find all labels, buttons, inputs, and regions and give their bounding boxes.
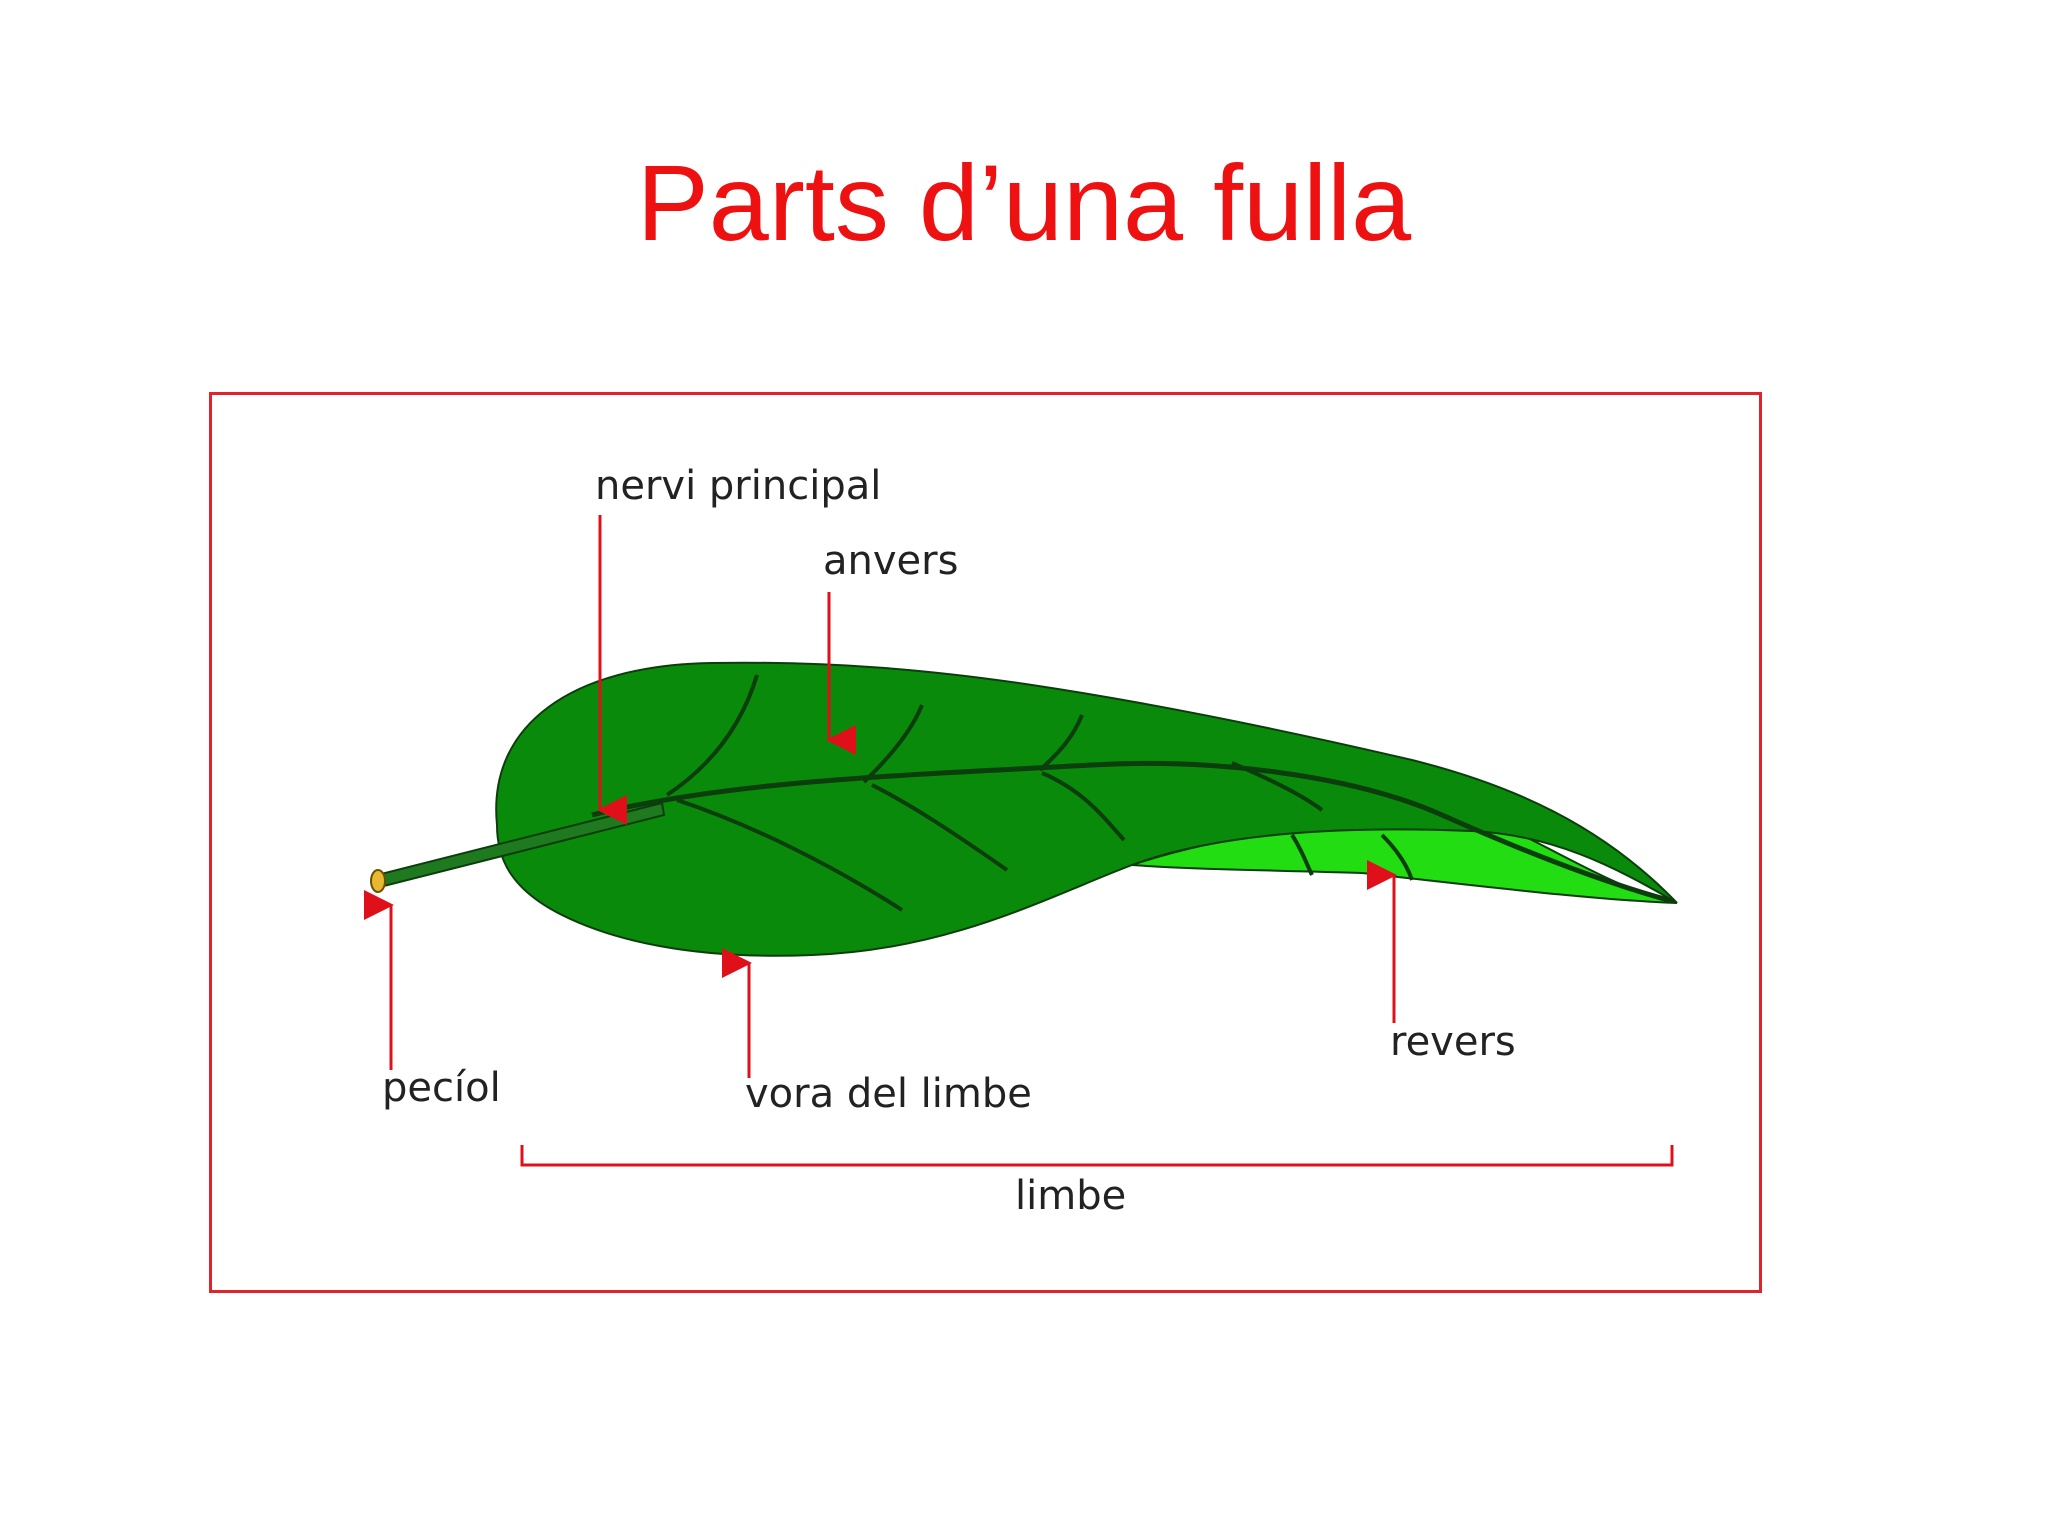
label-revers: revers [1390, 1019, 1516, 1065]
label-vora-del-limbe: vora del limbe [745, 1071, 1032, 1117]
leaf-illustration [370, 661, 1678, 957]
leaf-blade [495, 661, 1678, 957]
label-anvers: anvers [823, 538, 958, 584]
label-arrows [364, 515, 1397, 1078]
label-limbe: limbe [1015, 1173, 1126, 1219]
limbe-bracket [520, 1145, 1674, 1167]
page-title: Parts d’una fulla [636, 142, 1412, 263]
leaf-diagram: nervi principal anvers pecíol vora del l… [209, 392, 1762, 1293]
midrib-vein [591, 760, 1673, 904]
petiole-tip [370, 869, 386, 893]
label-nervi-principal: nervi principal [595, 463, 881, 509]
label-peciol: pecíol [382, 1065, 501, 1111]
secondary-veins [665, 674, 1414, 912]
